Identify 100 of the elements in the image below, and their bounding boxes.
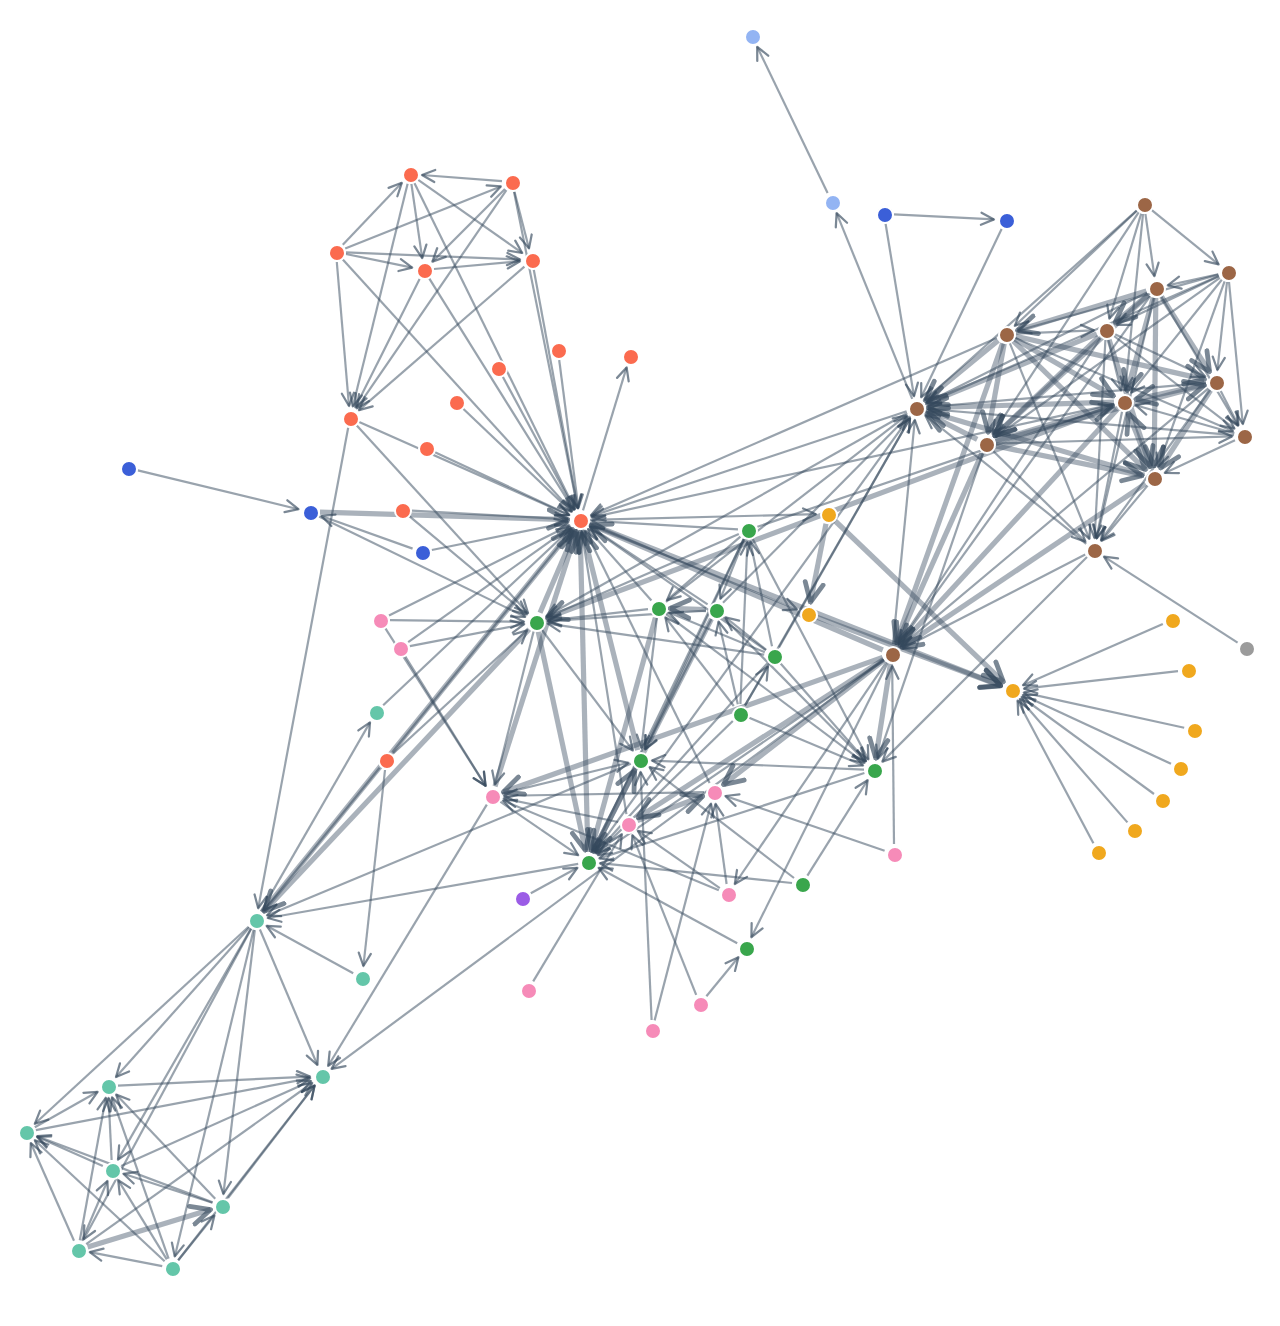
arrow — [926, 402, 1235, 437]
arrow — [388, 524, 571, 617]
arrow — [1115, 275, 1220, 326]
arrow — [265, 924, 354, 975]
arrow — [897, 407, 1120, 648]
arrow — [1119, 213, 1145, 392]
arrow — [541, 629, 634, 752]
arrow — [410, 183, 428, 260]
arrow — [994, 399, 1115, 444]
arrow — [665, 613, 866, 764]
arrow — [357, 769, 387, 968]
arrow — [35, 1135, 104, 1167]
arrow — [1219, 390, 1240, 427]
arrow — [513, 191, 533, 250]
arrow — [137, 469, 300, 514]
arrow — [636, 829, 721, 890]
node-dot — [1153, 791, 1171, 809]
arrow — [779, 662, 868, 763]
arrow — [1016, 273, 1219, 335]
arrow — [1163, 439, 1236, 475]
arrow — [390, 614, 526, 629]
arrow — [1155, 281, 1226, 468]
arrow — [597, 866, 738, 945]
arrow — [596, 658, 885, 857]
arrow — [653, 802, 715, 1021]
arrow — [1092, 297, 1155, 540]
arrow — [354, 278, 421, 409]
arrow — [635, 617, 658, 750]
arrow — [630, 834, 698, 996]
arrow — [891, 342, 1006, 645]
arrow — [335, 261, 356, 408]
arrow — [991, 211, 1140, 436]
arrow — [576, 530, 628, 815]
arrow — [875, 453, 984, 760]
node-dot — [719, 885, 737, 903]
node-dot — [549, 341, 567, 359]
arrow — [501, 758, 630, 795]
arrow — [594, 662, 768, 855]
arrow — [85, 1081, 314, 1246]
arrow — [546, 618, 765, 656]
arrow — [724, 793, 885, 852]
arrow — [431, 188, 506, 263]
arrow — [650, 753, 865, 771]
arrow — [922, 338, 1000, 403]
node-dot — [907, 399, 925, 417]
arrow — [78, 1096, 111, 1241]
arrow — [590, 514, 739, 531]
arrow — [320, 513, 413, 550]
arrow — [1088, 339, 1107, 540]
arrow — [576, 529, 641, 751]
node-dot — [327, 243, 345, 261]
arrow — [1121, 296, 1156, 393]
arrow — [721, 658, 886, 787]
node-dot — [731, 705, 749, 723]
arrow — [598, 857, 793, 885]
node-dot — [739, 521, 757, 539]
node-dot — [391, 639, 409, 657]
arrow — [569, 529, 593, 853]
arrow — [1130, 279, 1223, 394]
node-dot — [579, 853, 597, 871]
node-dot — [1085, 541, 1103, 559]
node-dot — [353, 969, 371, 987]
arrow — [1022, 670, 1179, 695]
arrow — [591, 617, 714, 854]
arrow — [535, 631, 593, 853]
arrow — [802, 523, 829, 605]
node-dot — [997, 211, 1015, 229]
arrow — [492, 529, 582, 788]
arrow — [33, 1139, 166, 1262]
arrow — [924, 414, 1087, 545]
node-dot — [885, 845, 903, 863]
node-dot — [571, 511, 589, 529]
arrow — [117, 1179, 168, 1260]
node-dot — [367, 703, 385, 721]
arrow — [409, 619, 526, 648]
arrow — [36, 1133, 213, 1204]
arrow — [1158, 389, 1213, 471]
node-dot — [1235, 427, 1253, 445]
arrow — [491, 631, 535, 786]
node-dot — [417, 439, 435, 457]
arrow — [995, 429, 1234, 445]
arrow — [344, 184, 502, 250]
arrow — [431, 517, 570, 552]
arrow — [633, 770, 653, 1021]
arrow — [881, 556, 1088, 763]
arrow — [546, 608, 649, 627]
arrow — [884, 223, 920, 398]
arrow — [260, 721, 372, 912]
arrow — [177, 1214, 216, 1261]
arrow — [1016, 699, 1095, 844]
arrow — [34, 1090, 99, 1129]
node-dot — [415, 261, 433, 279]
node-dot — [1097, 321, 1115, 339]
arrow — [116, 928, 252, 1161]
arrow — [636, 791, 706, 824]
arrow — [502, 788, 704, 803]
arrow — [644, 538, 745, 751]
node-dot — [819, 505, 837, 523]
arrow — [1014, 337, 1235, 433]
arrow — [1227, 281, 1249, 426]
